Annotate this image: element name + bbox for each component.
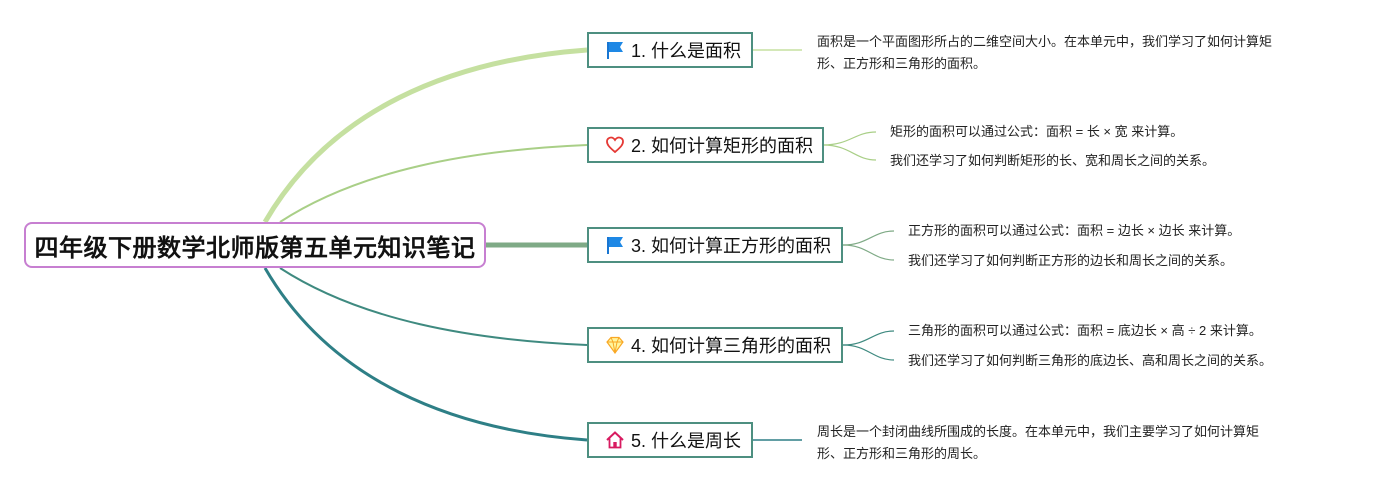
connector-root-branch-4 [279, 267, 588, 346]
branch-topic-5[interactable]: 5. 什么是周长 [587, 422, 753, 458]
branch-topic-2[interactable]: 2. 如何计算矩形的面积 [587, 127, 824, 163]
branch-4-note-1: 三角形的面积可以通过公式：面积 = 底边长 × 高 ÷ 2 来计算。 [908, 323, 1262, 338]
branch-label-2: 2. 如何计算矩形的面积 [631, 136, 814, 156]
connector-branch-2-note-1 [822, 131, 877, 146]
branch-topic-1[interactable]: 1. 什么是面积 [587, 32, 753, 68]
root-title: 四年级下册数学北师版第五单元知识笔记 [34, 234, 476, 262]
blue-flag-icon [605, 40, 625, 60]
connector-root-branch-2 [279, 144, 588, 223]
branch-label-1: 1. 什么是面积 [631, 41, 742, 61]
red-heart-icon [605, 135, 625, 155]
branch-label-4: 4. 如何计算三角形的面积 [631, 336, 832, 356]
connector-branch-4-note-2 [842, 344, 895, 361]
connector-branch-4-note-1 [842, 330, 895, 346]
branch-1-note: 面积是一个平面图形所占的二维空间大小。在本单元中，我们学习了如何计算矩 形、正方… [817, 31, 1272, 75]
root-topic[interactable]: 四年级下册数学北师版第五单元知识笔记 [24, 222, 486, 268]
branch-2-note-2: 我们还学习了如何判断矩形的长、宽和周长之间的关系。 [890, 153, 1216, 168]
connector-root-branch-1 [262, 47, 588, 224]
branch-topic-4[interactable]: 4. 如何计算三角形的面积 [587, 327, 843, 363]
branch-1-note-line-2: 形、正方形和三角形的面积。 [817, 56, 987, 71]
branch-1-note-line-1: 面积是一个平面图形所占的二维空间大小。在本单元中，我们学习了如何计算矩 [817, 34, 1273, 49]
branch-3-note-1: 正方形的面积可以通过公式：面积 = 边长 × 边长 来计算。 [908, 223, 1241, 238]
connector-branch-3-note-2 [842, 244, 895, 261]
branch-5-note: 周长是一个封闭曲线所围成的长度。在本单元中，我们主要学习了如何计算矩 形、正方形… [817, 421, 1259, 465]
branch-4-note-2: 我们还学习了如何判断三角形的底边长、高和周长之间的关系。 [908, 353, 1273, 368]
branch-5-note-line-2: 形、正方形和三角形的周长。 [817, 446, 987, 461]
branch-label-3: 3. 如何计算正方形的面积 [631, 236, 832, 256]
branch-5-note-line-1: 周长是一个封闭曲线所围成的长度。在本单元中，我们主要学习了如何计算矩 [817, 424, 1260, 439]
connector-branch-2-note-2 [822, 144, 877, 161]
red-house-icon [605, 430, 625, 450]
branch-label-5: 5. 什么是周长 [631, 431, 742, 451]
branch-topic-3[interactable]: 3. 如何计算正方形的面积 [587, 227, 843, 263]
connector-branch-3-note-1 [842, 230, 895, 246]
yellow-diamond-icon [605, 335, 625, 355]
connector-root-branch-5 [263, 267, 588, 442]
blue-flag-icon [605, 235, 625, 255]
branch-2-note-1: 矩形的面积可以通过公式：面积 = 长 × 宽 来计算。 [890, 124, 1184, 139]
branch-3-note-2: 我们还学习了如何判断正方形的边长和周长之间的关系。 [908, 253, 1234, 268]
